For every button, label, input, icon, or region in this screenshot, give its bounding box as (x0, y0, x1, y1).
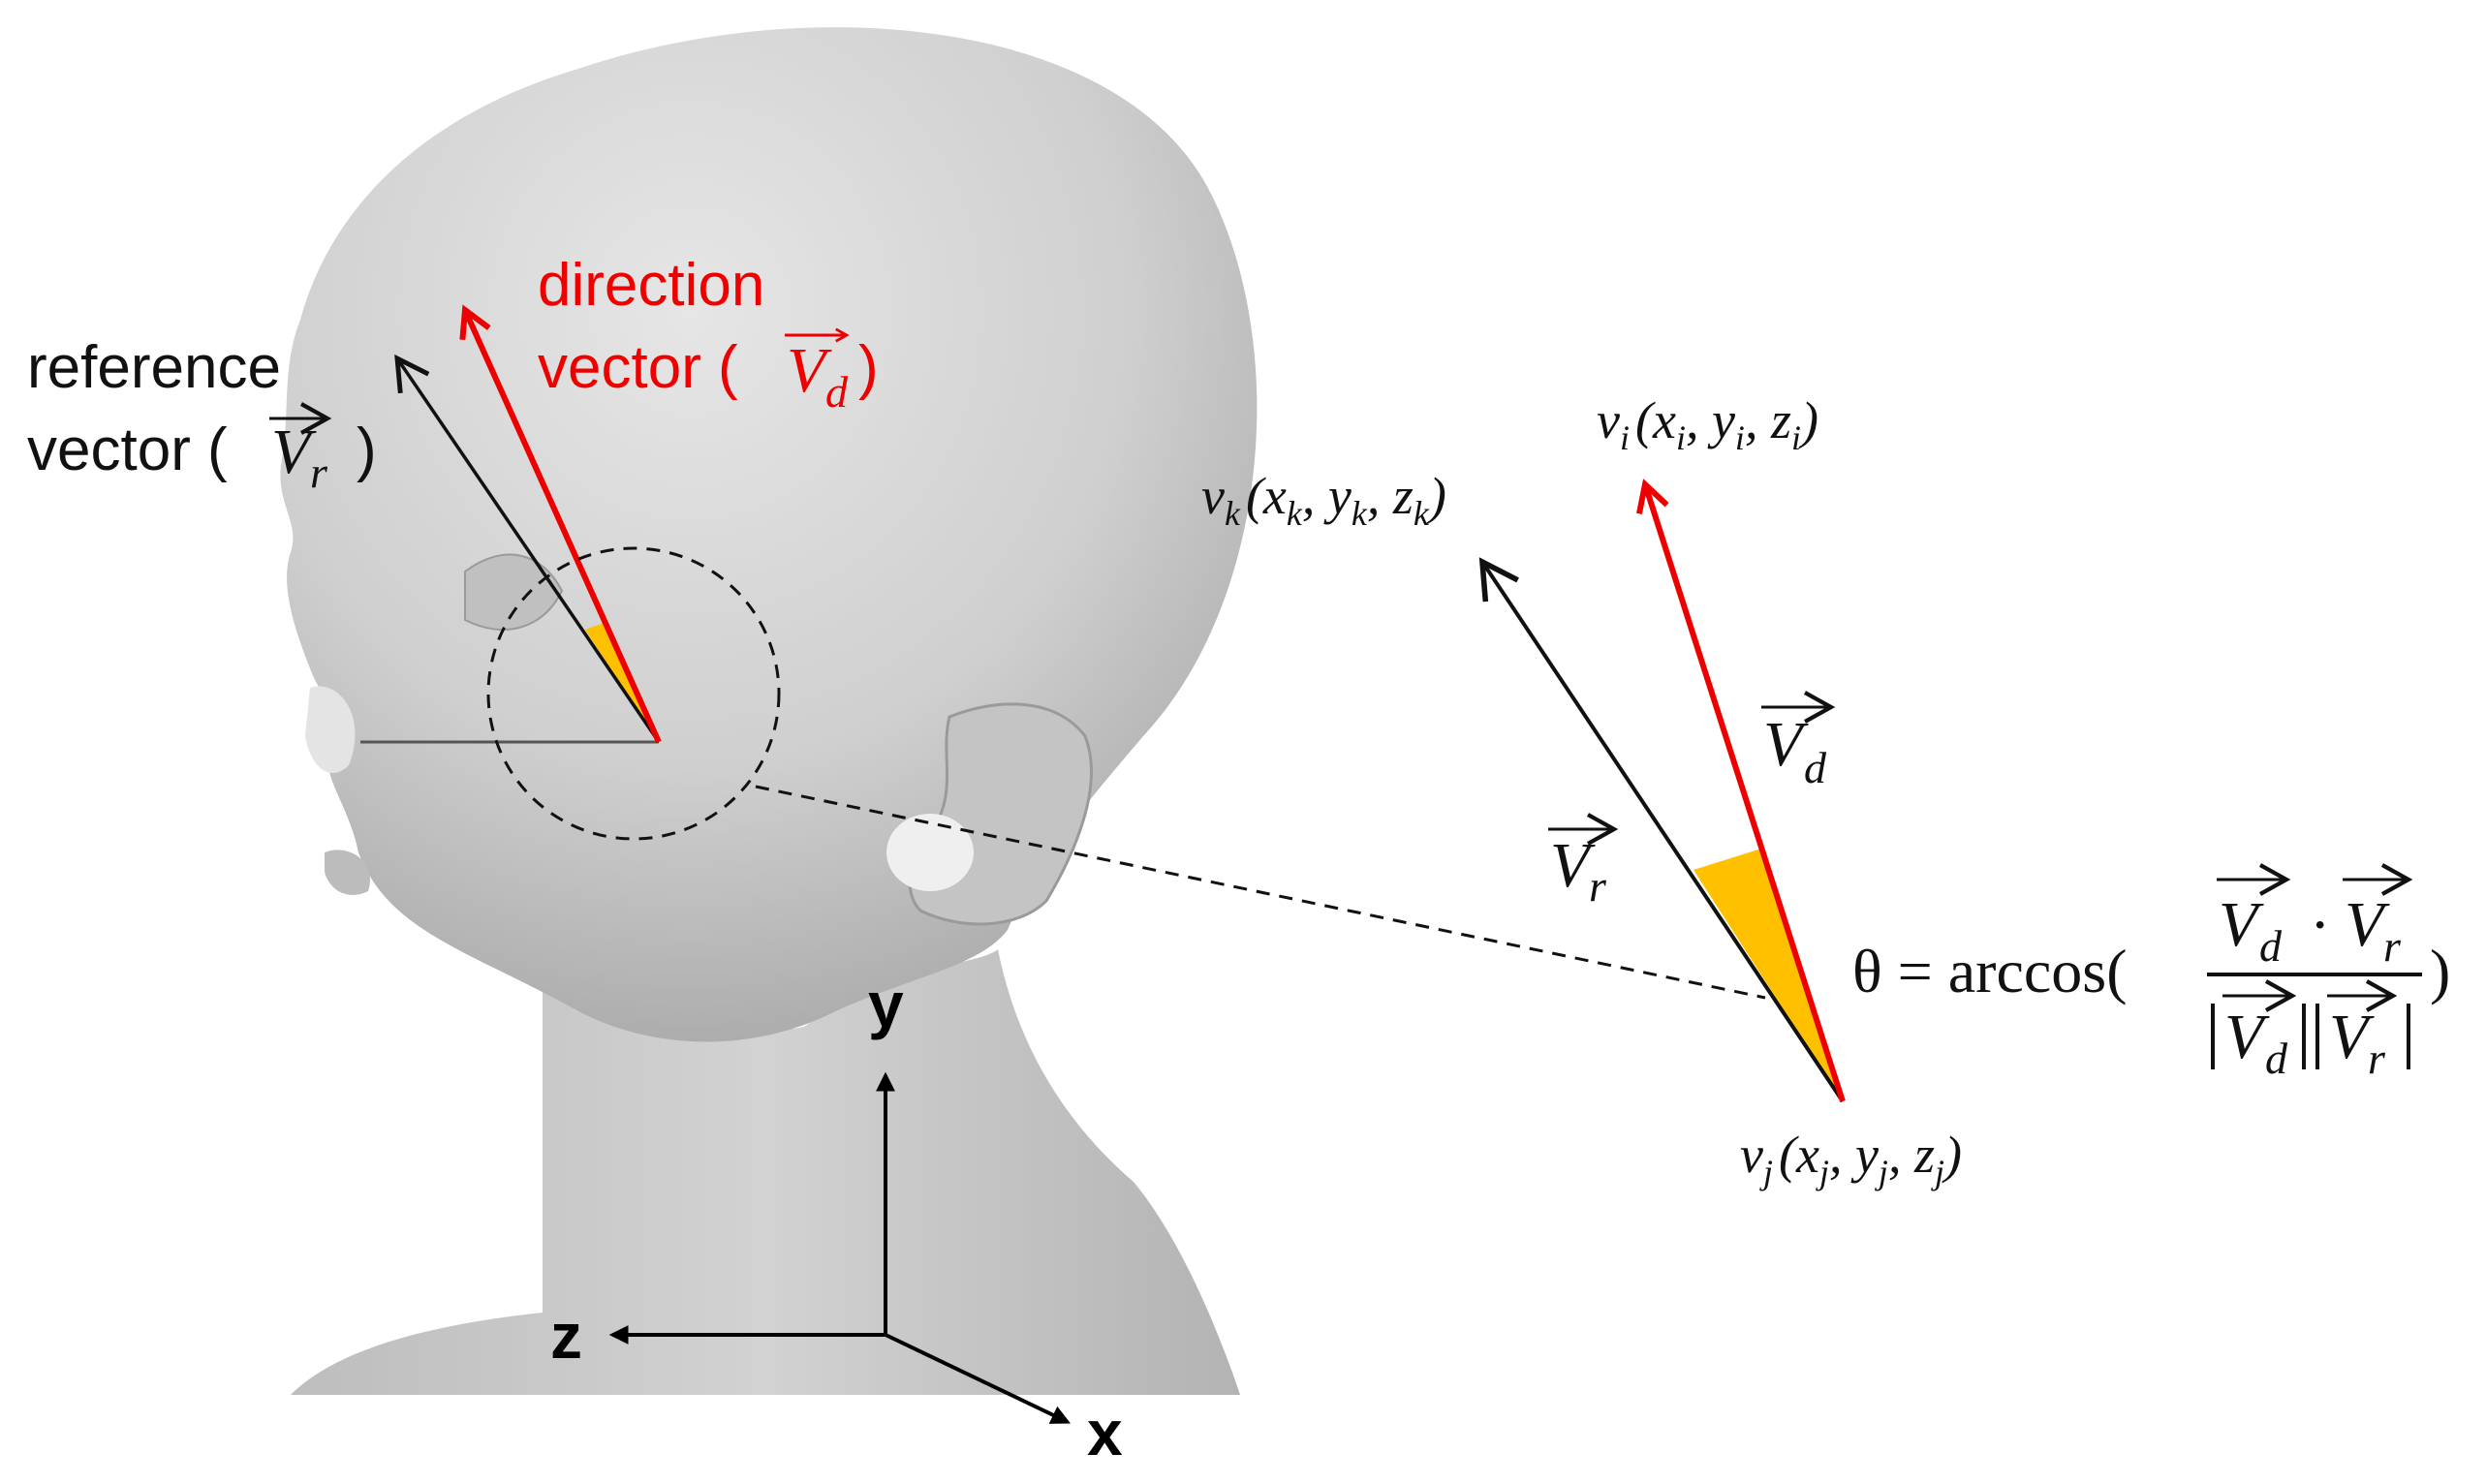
formula-den-vr-sub: r (2368, 1034, 2386, 1083)
direction-label-close: ) (858, 334, 879, 401)
head-vectors (360, 310, 1766, 1000)
vi-v: v (1597, 391, 1620, 449)
reference-label-close: ) (357, 417, 377, 483)
direction-vector-head (465, 310, 662, 744)
formula-rhs: ) (2430, 937, 2450, 1005)
vk-y-sub: k (1352, 494, 1368, 533)
formula-num-vd-sub: d (2259, 921, 2283, 971)
vi-sub: i (1620, 418, 1630, 457)
vj-z-sub: j (1931, 1153, 1944, 1191)
formula-den-vr: V (2329, 1002, 2375, 1072)
vj-mid1: , y (1829, 1126, 1879, 1184)
vj-x-sub: j (1816, 1153, 1829, 1191)
reference-label-line2: vector ( (27, 417, 228, 483)
reference-label-sub: r (310, 448, 328, 497)
reference-vector-head (394, 354, 661, 743)
eye (464, 553, 564, 631)
vd-label-sub: d (1804, 743, 1827, 792)
vk-mid1: , y (1302, 467, 1352, 525)
axis-x-line (885, 1333, 1072, 1424)
vk-mid2: , z (1367, 467, 1414, 525)
svg-text:vj(xj, yj, zj): vj(xj, yj, zj) (1740, 1126, 1962, 1191)
vj-close: ) (1942, 1126, 1962, 1184)
direction-label-line2: vector ( (538, 334, 738, 401)
vk-z-sub: k (1414, 494, 1430, 533)
coordinate-axes: y z x (550, 969, 1123, 1469)
formula-dot: · (2310, 890, 2330, 959)
vj-mid2: , z (1888, 1126, 1935, 1184)
mouth-shade (325, 850, 370, 895)
direction-label-sub: d (825, 367, 849, 417)
direction-label-line1: direction (538, 252, 764, 319)
formula-lhs: θ = arccos( (1852, 937, 2128, 1005)
vd-label-letter: V (1763, 709, 1809, 780)
formula-den-vd-sub: d (2265, 1034, 2288, 1083)
vj-sub: j (1759, 1153, 1773, 1191)
vertex-vk-label: vk(xk, yk, zk) (1201, 467, 1446, 533)
vertex-vi-label: vi(xi, yi, zi) (1597, 391, 1818, 457)
vertex-vj-label: vj(xj, yj, zj) (1740, 1126, 1962, 1191)
vj-open: (x (1779, 1126, 1819, 1184)
vk-close: ) (1426, 467, 1446, 525)
svg-text:vk(xk, yk, zk): vk(xk, yk, zk) (1201, 467, 1446, 533)
direction-label-symbol: V (787, 335, 832, 406)
direction-vector-label: direction vector ( V d ) (538, 252, 879, 417)
angle-formula: θ = arccos( V d · V r V d V r ) (1852, 863, 2450, 1083)
reference-vector (1478, 557, 1845, 1103)
reference-label-line1: reference (27, 334, 281, 401)
head-shape (280, 27, 1258, 1042)
vk-sub: k (1225, 494, 1241, 533)
formula-den-vd: V (2224, 1002, 2270, 1072)
ear-lobe (886, 814, 974, 891)
formula-num-vr-sub: r (2383, 921, 2402, 971)
vk-x-sub: k (1287, 494, 1303, 533)
vi-close: ) (1798, 391, 1818, 449)
zoom-circle (486, 546, 781, 841)
vi-mid1: , y (1686, 391, 1735, 449)
formula-num-vr: V (2345, 889, 2390, 960)
axis-z-label: z (550, 1300, 582, 1372)
neck-shoulder (291, 949, 1240, 1395)
vr-label: V r (1548, 813, 1619, 911)
angle-wedge (1694, 849, 1843, 1101)
vd-label: V d (1761, 691, 1836, 792)
vj-v: v (1740, 1126, 1763, 1184)
vk-v: v (1201, 467, 1225, 525)
axis-x-label: x (1087, 1397, 1123, 1469)
reference-vector-label: reference vector ( V r ) (27, 334, 377, 497)
vi-x-sub: i (1676, 418, 1686, 457)
vi-z-sub: i (1791, 418, 1801, 457)
vk-open: (x (1246, 467, 1287, 525)
detail-diagram: V d V r vi(xi, yi, zi) vk(xk, yk, zk) vj… (1201, 391, 2450, 1191)
head-angle-wedge (585, 622, 659, 742)
svg-text:vi(xi, yi, zi): vi(xi, yi, zi) (1597, 391, 1818, 457)
vi-mid2: , z (1745, 391, 1791, 449)
vr-label-sub: r (1589, 861, 1607, 911)
nose-shade (305, 686, 356, 774)
formula-num-vd: V (2219, 889, 2264, 960)
head-model (280, 27, 1258, 1395)
direction-vector (1645, 484, 1846, 1102)
axis-y-label: y (868, 969, 904, 1040)
vi-y-sub: i (1735, 418, 1745, 457)
vj-y-sub: j (1875, 1153, 1888, 1191)
vi-open: (x (1635, 391, 1676, 449)
zoom-connector (755, 785, 1766, 1000)
